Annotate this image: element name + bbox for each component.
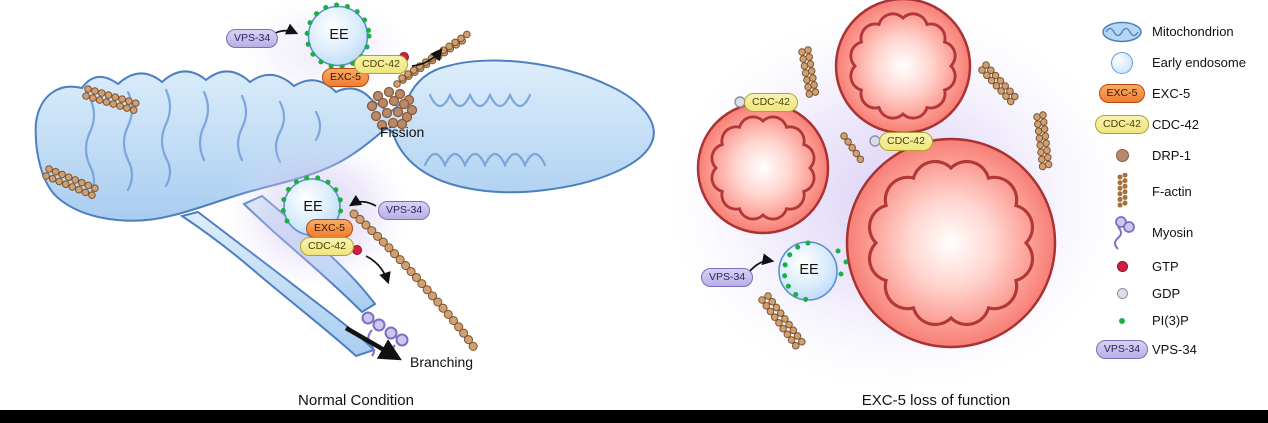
arrow-vps34-right [749, 253, 775, 272]
vps34-badge: VPS-34 [378, 201, 431, 220]
pi3p-dots [781, 240, 811, 303]
pi3p-dots [304, 2, 372, 70]
f-actin-fragment [840, 132, 867, 167]
f-actin-icon [1096, 172, 1148, 211]
legend-item-myosin: Myosin [1096, 212, 1268, 253]
f-actin-strand [82, 85, 146, 116]
legend-label: GDP [1152, 286, 1181, 301]
legend-item-pi3p: PI(3)P [1096, 307, 1268, 334]
vps34-icon: VPS-34 [1095, 340, 1149, 359]
cdc42-badge: CDC-42 [300, 237, 354, 256]
legend-item-drp1: DRP-1 [1096, 140, 1268, 171]
early-endosome-top [304, 2, 372, 70]
myosin-icon [1096, 214, 1148, 252]
legend-item-cdc42: CDC-42 CDC-42 [1095, 109, 1268, 140]
branching-label: Branching [410, 354, 474, 370]
fission-site-drp1 [366, 86, 418, 131]
bottom-bar [0, 410, 1268, 423]
cdc42-badge: CDC-42 [1095, 115, 1149, 134]
exc5-badge: EXC-5 [1098, 84, 1146, 103]
legend-label: GTP [1152, 259, 1179, 274]
legend-item-vps34: VPS-34 VPS-34 [1095, 334, 1268, 365]
branching-arrow [344, 326, 402, 361]
panel-normal [34, 0, 655, 361]
gdp-icon [1096, 288, 1148, 299]
fission-label: Fission [380, 124, 425, 140]
ee-label: EE [799, 262, 819, 278]
legend-label: CDC-42 [1152, 117, 1199, 132]
cdc42-badge: CDC-42 [879, 132, 933, 151]
f-actin-fragment [978, 61, 1022, 109]
cristae [84, 88, 547, 198]
legend-item-early-endosome: Early endosome [1096, 47, 1268, 78]
f-actin-fragment [798, 46, 820, 102]
legend-item-exc5: EXC-5 EXC-5 [1096, 78, 1268, 109]
legend-label: EXC-5 [1152, 86, 1191, 101]
f-actin-strand-long [349, 209, 480, 354]
legend-label: Early endosome [1152, 55, 1246, 70]
fragmented-mitochondrion [696, 101, 830, 235]
legend-label: Myosin [1152, 225, 1194, 240]
drp1-icon [1096, 149, 1148, 162]
pi3p-icon [1096, 317, 1148, 324]
cdc42-badge: CDC-42 [744, 93, 798, 112]
arrow-to-actin [411, 48, 443, 67]
gtp-icon [1096, 261, 1148, 272]
legend-item-gdp: GDP [1096, 280, 1268, 307]
exc5-badge: EXC-5 [322, 68, 369, 87]
vps34-badge: VPS-34 [701, 268, 754, 287]
mitochondrion-icon [1096, 21, 1148, 43]
arrow-vps34-mid [348, 194, 377, 207]
legend-item-f-actin: F-actin [1096, 171, 1268, 212]
legend-label: F-actin [1152, 184, 1192, 199]
legend-label: PI(3)P [1152, 313, 1189, 328]
early-endosome-icon [1096, 51, 1148, 74]
legend: Mitochondrion Early endosome EXC-5 EXC-5… [1095, 16, 1268, 365]
f-actin-fragment [758, 292, 806, 350]
f-actin-strand [42, 165, 101, 200]
caption-normal: Normal Condition [298, 392, 414, 409]
cdc42-badge: CDC-42 [354, 55, 408, 74]
caption-lof: EXC-5 loss of function [861, 392, 1011, 409]
exc5-badge: EXC-5 [306, 219, 353, 238]
legend-item-mitochondrion: Mitochondrion [1096, 16, 1268, 47]
legend-item-gtp: GTP [1096, 253, 1268, 280]
legend-label: Mitochondrion [1152, 24, 1234, 39]
legend-label: DRP-1 [1152, 148, 1192, 163]
early-endosome-right [778, 240, 849, 303]
arrow-to-actin [365, 255, 391, 285]
cdc42-icon: CDC-42 [1095, 115, 1149, 134]
ee-label: EE [303, 199, 323, 215]
legend-label: VPS-34 [1152, 342, 1197, 357]
exc5-icon: EXC-5 [1096, 84, 1148, 103]
fragmented-mitochondrion [845, 137, 1057, 349]
ee-label: EE [329, 27, 349, 43]
f-actin-fragment [1033, 111, 1053, 174]
fragmented-mitochondrion [834, 0, 972, 135]
vps34-badge: VPS-34 [226, 29, 279, 48]
vps34-badge: VPS-34 [1095, 340, 1149, 359]
panel-exc5-lof [670, 0, 1126, 390]
